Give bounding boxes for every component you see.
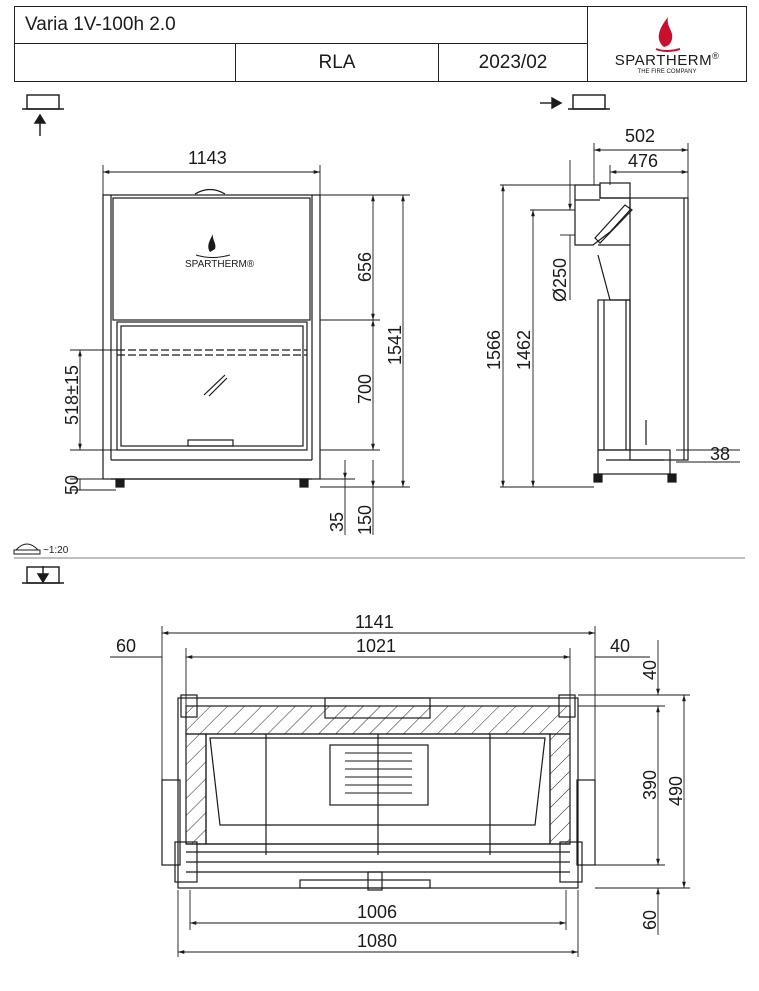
scale-icon [13,543,41,555]
empty-cell [14,43,236,82]
dim-left-offset: 60 [116,636,136,656]
dim-150: 150 [355,505,375,535]
dim-width: 1143 [188,148,227,168]
dim-38: 38 [710,444,730,464]
dim-front-width: 1006 [357,902,397,922]
variant-code: RLA [235,43,439,82]
dim-depth-total: 502 [625,126,655,146]
dim-right-offset: 40 [610,636,630,656]
dim-flue: Ø250 [550,258,570,302]
flame-icon [655,17,681,52]
brand-tagline: THE FIRE COMPANY [637,69,697,75]
front-view-icon [22,94,64,136]
front-logo-text: SPARTHERM® [185,259,255,270]
dim-inner-depth: 390 [640,770,660,800]
side-dimensions [500,143,740,488]
dim-foot: 50 [62,475,82,495]
dim-depth-body: 476 [628,151,658,171]
brand-logo: SPARTHERM® THE FIRE COMPANY [587,6,747,82]
side-view [574,182,689,483]
plan-view [161,694,596,891]
front-dimensions [70,165,410,535]
dim-front-offset: 60 [640,910,660,930]
model-name: Varia 1V-100h 2.0 [14,6,588,44]
scale-label: ~1:20 [43,545,69,556]
title-block: Varia 1V-100h 2.0 SPARTHERM® THE FIRE CO… [14,6,747,82]
dim-inner-width: 1021 [356,636,396,656]
plan-vents [345,752,412,794]
dim-total-height: 1541 [385,325,405,365]
dim-door-offset: 518±15 [62,365,82,425]
dim-top-offset: 40 [640,660,660,680]
plan-dimensions [110,626,690,957]
dim-35: 35 [327,512,347,532]
dim-total-depth: 490 [666,776,686,806]
revision-date: 2023/02 [438,43,588,82]
dim-side-total: 1566 [484,330,504,370]
dim-outer-width: 1141 [355,612,394,632]
side-view-icon [540,94,610,110]
front-view [102,188,321,488]
dim-base-width: 1080 [357,931,397,951]
dim-flue-height: 1462 [514,330,534,370]
dim-upper: 656 [355,252,375,282]
brand-name: SPARTHERM [614,52,713,69]
top-view-icon [22,566,64,584]
dim-door: 700 [355,374,375,404]
